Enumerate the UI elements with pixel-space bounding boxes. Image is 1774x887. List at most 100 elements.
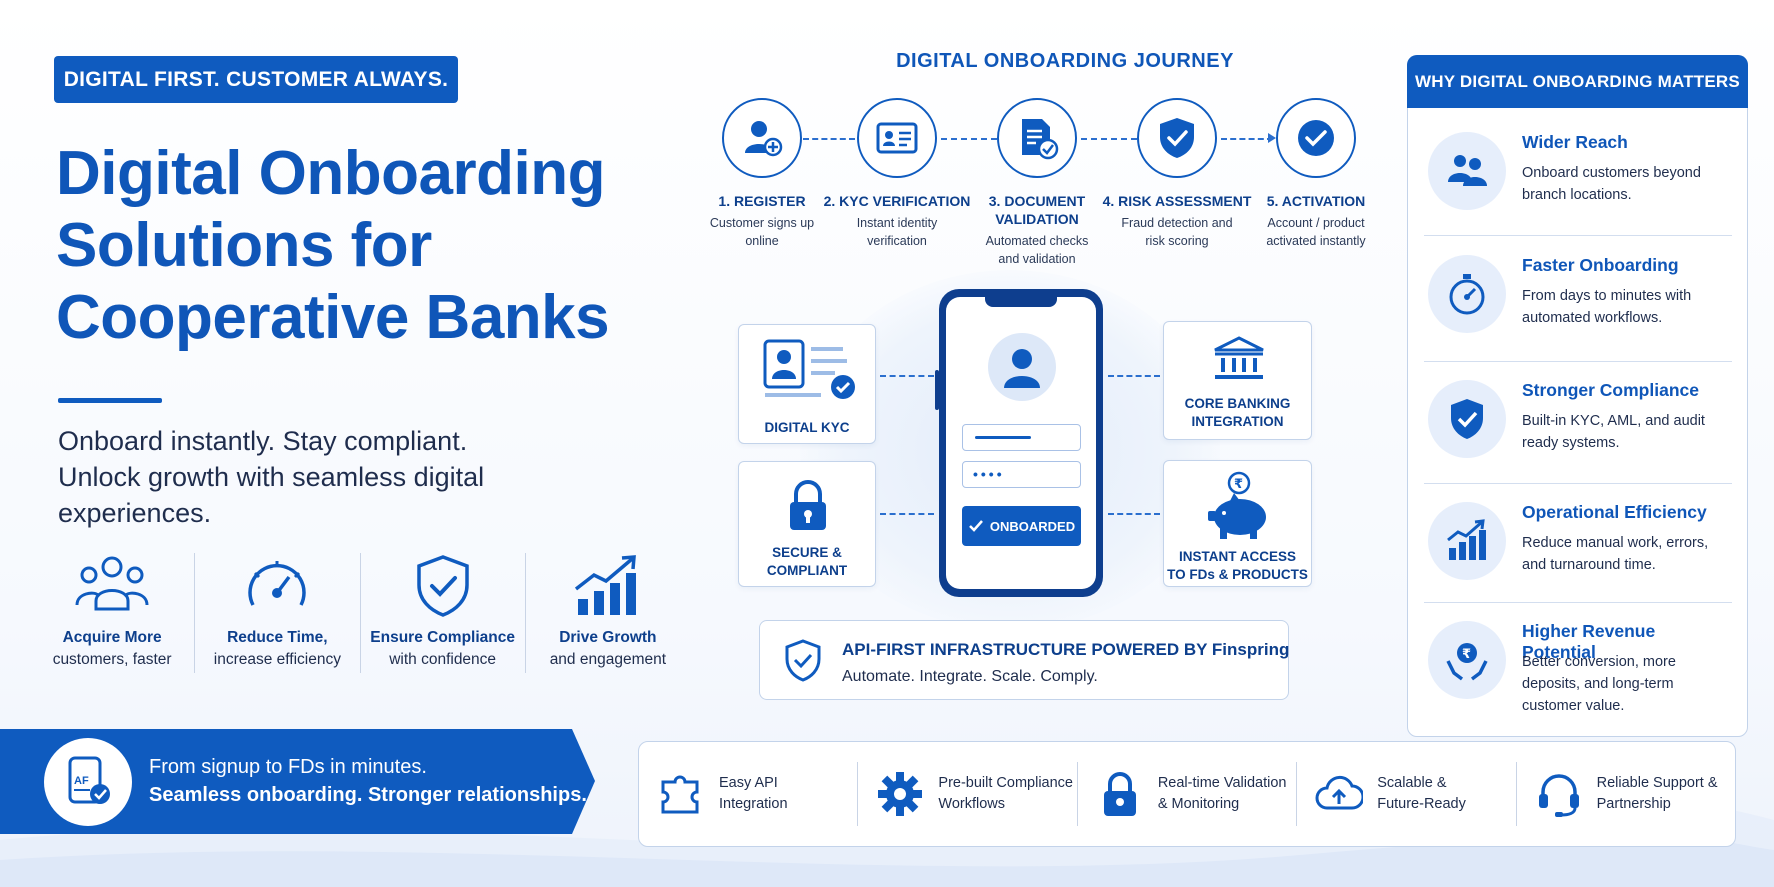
svg-text:₹: ₹ [1234,477,1243,492]
why-separator [1424,361,1732,362]
gear-icon [878,772,923,816]
people-icon [1448,155,1487,186]
why-desc-line-1: Reduce manual work, errors, [1522,535,1709,551]
lock-icon [790,480,826,530]
why-desc-line-1: Onboard customers beyond [1522,165,1701,181]
arrow-head-icon [1268,133,1276,143]
step-sub-line-1: Instant identity [856,216,938,230]
why-item-stronger-compliance: Stronger Compliance Built-in KYC, AML, a… [1424,370,1732,482]
journey-connector [1221,138,1273,140]
piggy-bank-icon: ₹ [1208,471,1266,539]
headset-icon [1538,774,1579,817]
why-desc-line-2: branch locations. [1522,187,1632,203]
api-title: API-FIRST INFRASTRUCTURE POWERED BY Fins… [842,640,1290,659]
step-sub-line-1: Customer signs up [709,216,815,230]
benefit-growth: Drive Growth and engagement [526,553,690,673]
document-check-icon [1022,119,1059,160]
why-desc-line-1: Built-in KYC, AML, and audit [1522,413,1705,429]
onboarded-button[interactable]: ONBOARDED [962,506,1081,546]
phone-avatar [988,333,1056,401]
kyc-card-icon [763,339,855,399]
phone-notch [985,294,1057,307]
why-item-desc: Reduce manual work, errors, and turnarou… [1522,532,1732,576]
api-infrastructure-box [759,620,1289,700]
hero-subtitle-line-2: Unlock growth with seamless digital [58,462,485,492]
card-label-line-2: COMPLIANT [766,563,848,578]
step-kyc-circle [857,98,937,178]
why-panel-header: WHY DIGITAL ONBOARDING MATTERS [1407,55,1748,108]
hero-title-line-3: Cooperative Banks [56,283,610,352]
step-register-text: 1. REGISTER Customer signs up online [682,192,842,250]
feature-scalable: Scalable & Future-Ready [1297,762,1517,826]
why-item-title: Higher Revenue Potential [1522,621,1656,662]
why-item-desc: Better conversion, more deposits, and lo… [1522,651,1732,717]
svg-text:AF: AF [74,775,89,787]
connector-kyc-phone [880,375,934,377]
connector-secure-phone [880,513,934,515]
why-desc-line-3: customer value. [1522,698,1625,714]
hero-subtitle: Onboard instantly. Stay compliant. Unloc… [58,423,518,531]
card-label-line-1: INSTANT ACCESS [1178,549,1296,564]
feature-label: Real-time Validation & Monitoring [1158,773,1294,815]
feature-label-line-2: Future-Ready [1377,796,1466,812]
hero-subtitle-line-3: experiences. [58,498,212,528]
step-sub-line-2: online [745,234,779,248]
journey-connector [803,138,855,140]
why-icon-circle [1428,380,1506,458]
feature-easy-api: Easy API Integration [639,762,859,826]
feature-label-line-1: Pre-built Compliance [938,775,1073,791]
hero-subtitle-line-1: Onboard instantly. Stay compliant. [58,426,468,456]
why-desc-line-2: deposits, and long-term [1522,676,1674,692]
shield-check-icon [785,639,821,682]
why-desc-line-1: From days to minutes with [1522,288,1692,304]
feature-label-line-2: Partnership [1596,796,1671,812]
step-document-circle [997,98,1077,178]
api-subtitle: Automate. Integrate. Scale. Comply. [842,668,1098,685]
why-separator [1424,602,1732,603]
card-instant-access: ₹ INSTANT ACCESS TO FDs & PRODUCTS [1163,460,1312,587]
feature-label-line-1: Easy API [719,775,778,791]
id-card-icon [876,122,918,154]
why-desc-line-2: and turnaround time. [1522,557,1656,573]
card-label-line-1: CORE BANKING [1184,396,1291,411]
why-icon-circle [1428,502,1506,580]
stopwatch-icon [248,561,307,606]
why-item-operational-efficiency: Operational Efficiency Reduce manual wor… [1424,492,1732,604]
journey-connector [941,138,997,140]
why-item-faster-onboarding: Faster Onboarding From days to minutes w… [1424,245,1732,357]
phone-password-field[interactable]: •••• [962,461,1081,488]
why-item-desc: Built-in KYC, AML, and audit ready syste… [1522,410,1732,454]
banner-line-2: Seamless onboarding. Stronger relationsh… [149,784,587,806]
bar-chart-icon [1447,519,1486,560]
step-register-circle [722,98,802,178]
user-icon [1004,349,1040,388]
rupee-hands-icon: ₹ [1446,643,1488,681]
svg-text:₹: ₹ [1462,647,1471,662]
hero-title-line-2: Solutions for [56,211,432,280]
why-item-title: Operational Efficiency [1522,502,1707,522]
card-core-banking: CORE BANKING INTEGRATION [1163,321,1312,440]
card-digital-kyc: DIGITAL KYC [738,324,876,444]
why-item-desc: Onboard customers beyond branch location… [1522,162,1732,206]
feature-label-line-2: Workflows [938,796,1006,812]
step-title-line-2: VALIDATION [995,211,1079,227]
benefit-sub: customers, faster [52,651,172,668]
benefit-title: Acquire More [62,629,162,646]
connector-phone-core [1108,375,1160,377]
step-sub-line-1: Automated checks [985,234,1089,248]
shield-check-icon [416,555,469,617]
phone-username-field[interactable] [962,424,1081,451]
user-add-icon [745,121,783,157]
step-title-line-1: 3. DOCUMENT [988,193,1086,209]
journey-title: DIGITAL ONBOARDING JOURNEY [896,50,1234,72]
benefit-sub: with confidence [389,651,497,668]
feature-label-line-2: & Monitoring [1157,796,1240,812]
why-item-wider-reach: Wider Reach Onboard customers beyond bra… [1424,122,1732,234]
why-item-higher-revenue: ₹ Higher Revenue Potential Better conver… [1424,611,1732,731]
card-label: DIGITAL KYC [764,420,850,435]
card-label-line-1: SECURE & [772,545,842,560]
card-label-line-2: TO FDs & PRODUCTS [1167,567,1308,582]
feature-compliance-workflows: Pre-built Compliance Workflows [858,762,1078,826]
banner-line-1: From signup to FDs in minutes. [149,756,427,778]
